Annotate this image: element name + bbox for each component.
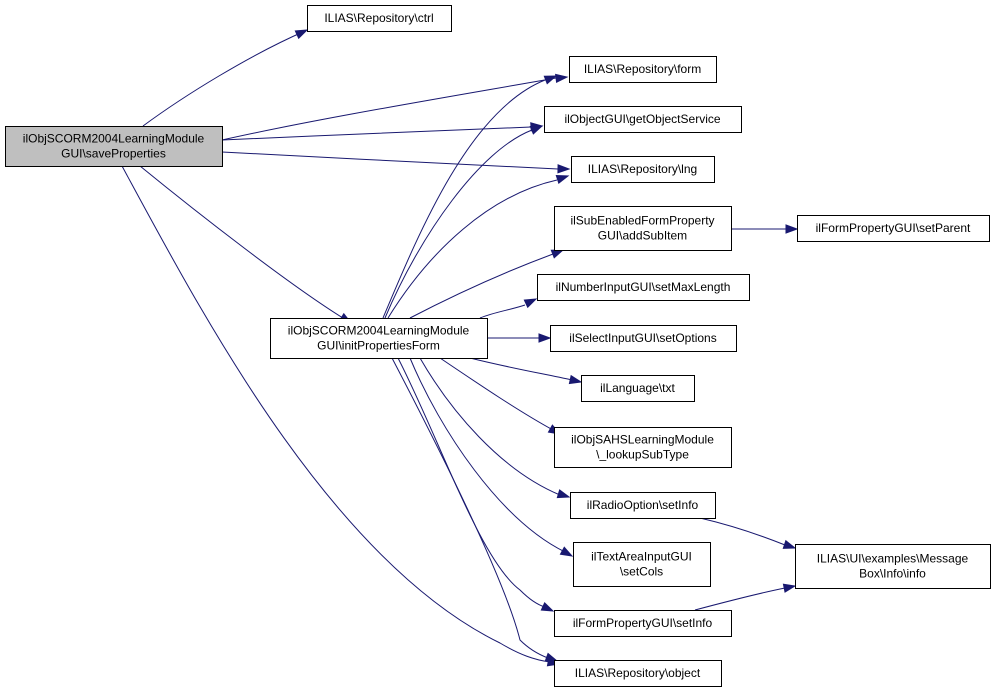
- node-box: [307, 5, 452, 32]
- node-box: [570, 492, 716, 519]
- node-language-txt[interactable]: ilLanguage\txt: [581, 375, 695, 402]
- call-edges: [121, 29, 799, 667]
- call-edge: [391, 357, 549, 659]
- node-set-options[interactable]: ilSelectInputGUI\setOptions: [550, 325, 737, 352]
- node-repository-form[interactable]: ILIAS\Repository\form: [569, 56, 717, 83]
- arrowhead: [555, 175, 570, 185]
- node-box: [797, 215, 990, 242]
- node-label: GUI\saveProperties: [61, 147, 166, 161]
- node-box: [5, 126, 223, 167]
- call-edge: [419, 357, 561, 496]
- node-label: ilFormPropertyGUI\setParent: [816, 221, 971, 235]
- arrowhead: [568, 374, 583, 385]
- node-box: [569, 56, 717, 83]
- call-edge: [221, 77, 557, 141]
- node-set-cols[interactable]: ilTextAreaInputGUI\setCols: [573, 542, 711, 587]
- node-label: ilSubEnabledFormProperty: [570, 214, 714, 228]
- node-label: ILIAS\Repository\form: [584, 62, 701, 76]
- node-radio-set-info[interactable]: ilRadioOption\setInfo: [570, 492, 716, 519]
- arrowhead: [556, 489, 571, 499]
- node-box: [537, 274, 750, 301]
- node-repository-object[interactable]: ILIAS\Repository\object: [554, 660, 722, 687]
- call-edge: [139, 165, 344, 319]
- node-get-object-service[interactable]: ilObjectGUI\getObjectService: [544, 106, 742, 133]
- node-box: [554, 427, 732, 468]
- arrowhead: [529, 125, 544, 135]
- call-edge: [479, 304, 526, 319]
- node-lookup-sub-type[interactable]: ilObjSAHSLearningModule\_lookupSubType: [554, 427, 732, 468]
- node-save-properties[interactable]: ilObjSCORM2004LearningModuleGUI\saveProp…: [5, 126, 223, 167]
- node-label: \_lookupSubType: [596, 448, 689, 462]
- call-edge: [439, 357, 554, 431]
- call-edge: [121, 165, 551, 663]
- node-label: ILIAS\Repository\object: [575, 666, 701, 680]
- node-box: [554, 660, 722, 687]
- arrowhead: [544, 652, 559, 662]
- arrowhead: [782, 583, 797, 593]
- call-edge: [382, 79, 546, 319]
- node-box: [270, 318, 488, 359]
- node-label: \setCols: [620, 565, 663, 579]
- arrowhead: [559, 546, 574, 557]
- call-edge: [384, 129, 533, 319]
- node-box: [554, 206, 732, 251]
- node-label: ILIAS\Repository\ctrl: [324, 11, 433, 25]
- node-set-parent[interactable]: ilFormPropertyGUI\setParent: [797, 215, 990, 242]
- call-edge: [469, 357, 573, 381]
- call-edge: [409, 253, 554, 319]
- function-nodes: ilObjSCORM2004LearningModuleGUI\saveProp…: [5, 5, 991, 687]
- node-label: GUI\addSubItem: [598, 229, 687, 243]
- arrowhead: [543, 75, 558, 85]
- node-box: [581, 375, 695, 402]
- arrowhead: [782, 539, 797, 549]
- node-label: Box\Info\info: [859, 567, 926, 581]
- call-edge: [387, 179, 558, 319]
- node-label: ILIAS\UI\examples\Message: [817, 552, 969, 566]
- node-label: GUI\initPropertiesForm: [317, 339, 440, 353]
- node-label: ilObjSCORM2004LearningModule: [23, 132, 205, 146]
- node-label: ilObjSCORM2004LearningModule: [288, 324, 470, 338]
- call-edge: [221, 151, 559, 170]
- node-label: ilNumberInputGUI\setMaxLength: [556, 280, 731, 294]
- call-edge: [142, 30, 306, 127]
- arrowhead: [550, 249, 565, 259]
- node-init-properties-form[interactable]: ilObjSCORM2004LearningModuleGUI\initProp…: [270, 318, 488, 359]
- node-box: [544, 106, 742, 133]
- call-edge: [397, 357, 546, 608]
- node-box: [554, 610, 732, 637]
- node-set-max-length[interactable]: ilNumberInputGUI\setMaxLength: [537, 274, 750, 301]
- call-edge: [699, 517, 786, 546]
- node-form-property-set-info[interactable]: ilFormPropertyGUI\setInfo: [554, 610, 732, 637]
- arrowhead: [540, 601, 555, 612]
- arrowhead: [555, 73, 569, 84]
- node-repository-ctrl[interactable]: ILIAS\Repository\ctrl: [307, 5, 452, 32]
- node-label: ILIAS\Repository\lng: [588, 162, 697, 176]
- call-edge: [409, 357, 566, 553]
- call-edge: [694, 587, 786, 611]
- arrowhead: [785, 224, 799, 234]
- node-label: ilObjSAHSLearningModule: [571, 433, 714, 447]
- arrowhead: [294, 29, 309, 40]
- node-label: ilLanguage\txt: [600, 381, 675, 395]
- call-edge: [221, 126, 532, 141]
- arrowhead: [523, 298, 538, 309]
- node-box: [573, 542, 711, 587]
- node-label: ilSelectInputGUI\setOptions: [569, 331, 716, 345]
- node-box: [571, 156, 715, 183]
- node-box: [550, 325, 737, 352]
- node-label: ilTextAreaInputGUI: [591, 550, 692, 564]
- node-repository-lng[interactable]: ILIAS\Repository\lng: [571, 156, 715, 183]
- node-label: ilRadioOption\setInfo: [587, 498, 699, 512]
- arrowhead: [538, 333, 552, 343]
- node-label: ilFormPropertyGUI\setInfo: [573, 616, 713, 630]
- node-box: [795, 544, 991, 589]
- arrowhead: [557, 164, 571, 174]
- node-label: ilObjectGUI\getObjectService: [564, 112, 720, 126]
